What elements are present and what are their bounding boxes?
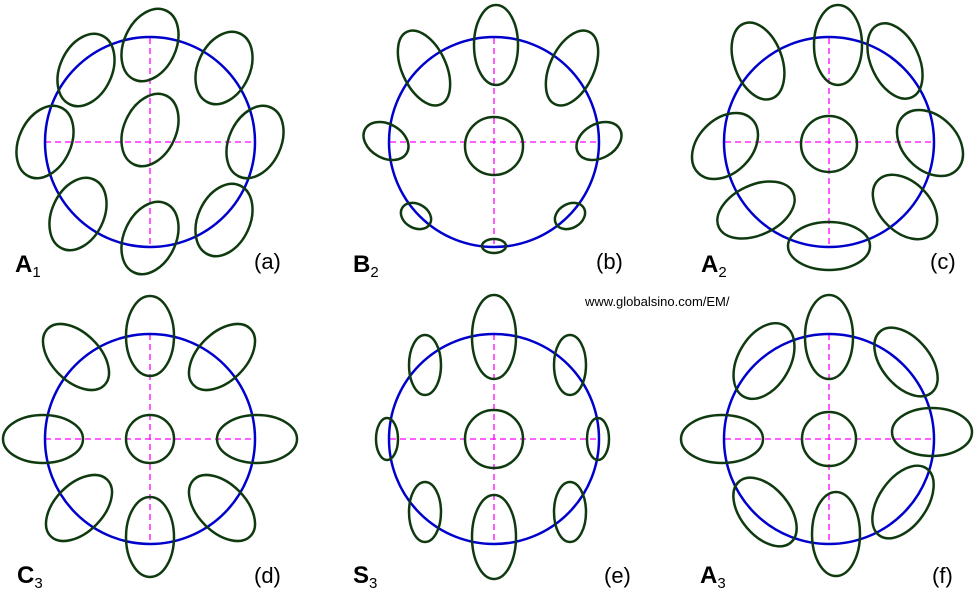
panel-tag: (b) [596, 249, 623, 274]
panel-e: S3 (e) [353, 293, 631, 592]
lobe [552, 333, 588, 397]
lobe [472, 3, 520, 87]
lobe [786, 220, 872, 272]
panel-label: A2 [701, 251, 727, 281]
reference-circle [722, 35, 936, 249]
lobe [732, 321, 796, 401]
lobe [194, 30, 254, 106]
lobe [553, 201, 587, 231]
lobe [716, 180, 796, 240]
center-lobe [124, 413, 176, 465]
lobe [480, 237, 508, 255]
lobe [399, 201, 433, 231]
panel-tag: (c) [930, 249, 956, 274]
center-lobe [463, 408, 525, 470]
lobe [56, 32, 116, 108]
center-lobe [120, 92, 180, 168]
lobe [679, 413, 765, 465]
panel-a: A1 (a) [15, 7, 285, 281]
lobe [803, 293, 855, 381]
lobe [187, 322, 257, 392]
lobe [871, 173, 939, 241]
lobe [44, 473, 114, 543]
lobe [866, 22, 924, 100]
reference-circle [43, 332, 257, 546]
lobe [407, 333, 443, 397]
lobe [124, 495, 176, 579]
lobe [732, 476, 798, 548]
panel-tag: (f) [932, 563, 953, 588]
lobe [374, 416, 400, 462]
reference-circle [387, 332, 601, 546]
lobe [575, 120, 623, 162]
lobe [41, 322, 111, 392]
lobe [362, 120, 410, 162]
lobe [225, 104, 285, 180]
center-lobe [799, 114, 859, 174]
panel-label: A3 [700, 562, 726, 592]
lobe [470, 293, 518, 381]
lobe [544, 29, 600, 107]
lobe [407, 480, 443, 544]
panel-tag: (e) [604, 563, 631, 588]
lobe [810, 490, 862, 578]
reference-circle [387, 35, 601, 249]
lobe [187, 473, 257, 543]
panel-label: A1 [15, 251, 41, 281]
center-lobe [463, 115, 525, 177]
lobe [120, 7, 180, 83]
panel-d: C3 (d) [1, 294, 299, 592]
panel-label: B2 [353, 251, 379, 281]
panel-tag: (a) [254, 249, 281, 274]
lobe [15, 104, 75, 180]
panel-c: A2 (c) [690, 3, 965, 281]
panel-tag: (d) [254, 563, 281, 588]
center-lobe [800, 410, 858, 468]
lobe [890, 406, 974, 458]
panel-label: C3 [17, 562, 43, 592]
panel-label: S3 [353, 562, 377, 592]
lobe [396, 29, 452, 107]
lobe [730, 21, 786, 101]
lobe [812, 3, 864, 87]
watermark: www.globalsino.com/EM/ [584, 294, 730, 309]
lobe [194, 182, 254, 258]
reference-circle [43, 35, 257, 249]
lobe [871, 464, 935, 540]
panel-b: B2 (b) [353, 3, 623, 281]
lobe [1, 413, 85, 465]
lobe [895, 108, 965, 178]
lobe [585, 416, 611, 462]
lobe [552, 480, 588, 544]
lobe [215, 413, 299, 465]
lobe [48, 176, 108, 252]
lobe [470, 493, 518, 581]
lobe [120, 200, 180, 276]
lobe [690, 111, 760, 181]
reference-circle [722, 332, 936, 546]
lobe [873, 326, 939, 398]
lobe [124, 294, 176, 378]
panel-f: A3 (f) [679, 293, 974, 592]
